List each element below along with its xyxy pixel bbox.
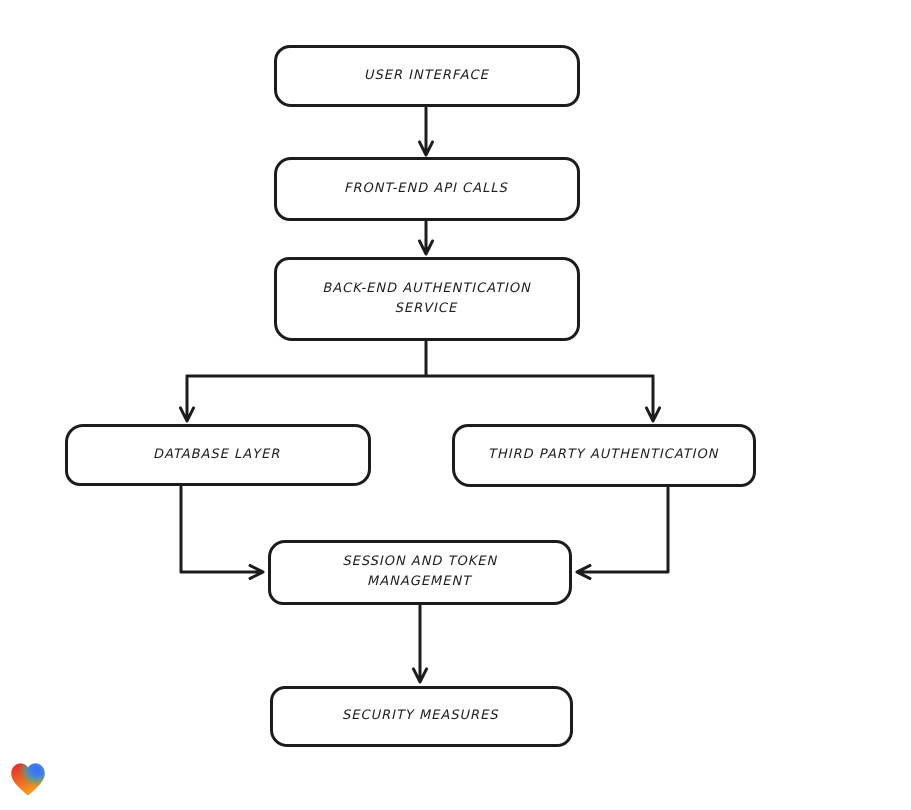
heart-icon <box>11 763 45 796</box>
lovable-badge[interactable] <box>8 760 48 800</box>
node-database-layer: DATABASE LAYER <box>65 424 371 486</box>
node-security-measures: SECURITY MEASURES <box>270 686 573 747</box>
edge-session-and-token-management-to-security-measures <box>412 604 428 684</box>
node-front-end-api-calls: FRONT-END API CALLS <box>274 157 580 221</box>
node-user-interface-label: USER INTERFACE <box>364 67 490 83</box>
edge-database-layer-to-session-and-token-management <box>179 485 265 580</box>
node-third-party-authentication-label: THIRD PARTY AUTHENTICATION <box>488 447 720 463</box>
edge-front-end-api-calls-to-back-end-authentication-service <box>418 220 434 256</box>
node-session-and-token-management: SESSION AND TOKEN MANAGEMENT <box>268 540 572 605</box>
edge-third-party-authentication-to-session-and-token-management <box>575 486 670 580</box>
node-user-interface: USER INTERFACE <box>274 45 580 107</box>
node-third-party-authentication: THIRD PARTY AUTHENTICATION <box>452 424 756 487</box>
node-front-end-api-calls-label: FRONT-END API CALLS <box>344 180 510 196</box>
node-session-and-token-management-label: SESSION AND TOKEN MANAGEMENT <box>342 554 499 590</box>
edge-back-end-authentication-service-split <box>179 340 661 423</box>
node-security-measures-label: SECURITY MEASURES <box>342 708 501 724</box>
edge-user-interface-to-front-end-api-calls <box>418 106 434 157</box>
node-back-end-authentication-service: BACK-END AUTHENTICATION SERVICE <box>274 257 580 341</box>
node-back-end-authentication-service-label: BACK-END AUTHENTICATION SERVICE <box>322 280 532 316</box>
node-database-layer-label: DATABASE LAYER <box>154 446 282 462</box>
